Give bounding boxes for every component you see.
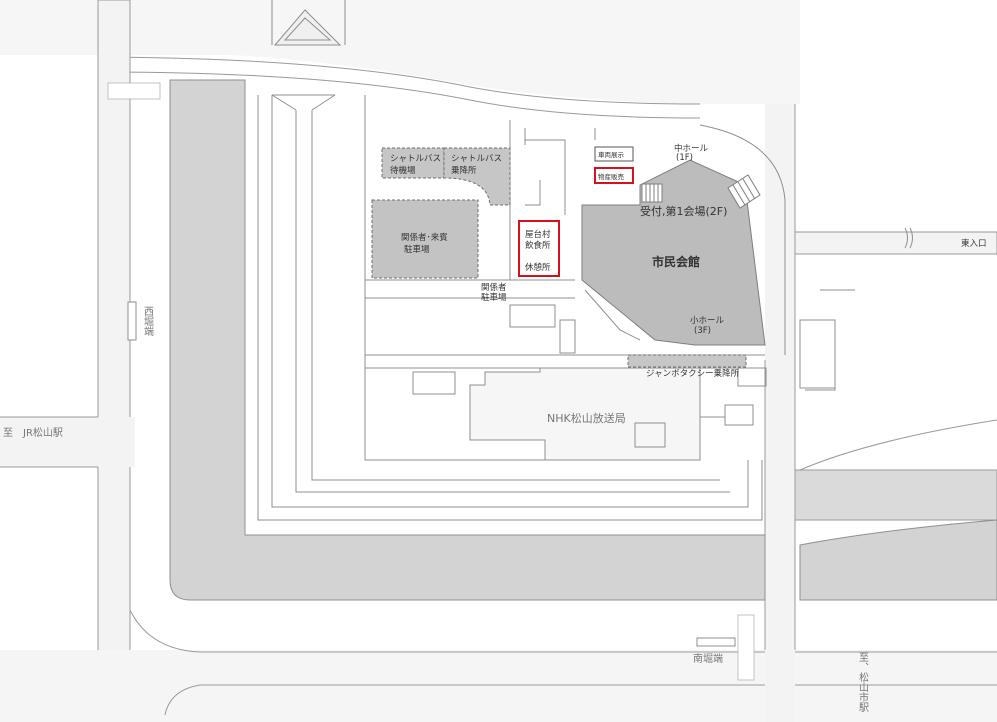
- zone-shuttle-wait: [381, 147, 445, 179]
- castle-walls: [257, 0, 763, 521]
- label-shuttle-wait-2: 待機場: [390, 165, 416, 176]
- label-staff-parking-1: 関係者: [481, 283, 507, 293]
- road-jr: [0, 417, 135, 467]
- zone-shuttle-stop: [443, 147, 511, 206]
- road-north-edge-2: [99, 71, 701, 119]
- moat-east: [794, 469, 997, 521]
- label-product-sales: 物産販売: [598, 172, 625, 181]
- road-south: [0, 650, 997, 722]
- label-minami-horibata: 南堀端: [693, 652, 723, 665]
- zone-parking-guest: [371, 199, 479, 279]
- labels: 東入口 至 JR松山駅 西堀端 南堀端 至、松山市駅 NHK松山放送局 市民会館…: [3, 143, 987, 713]
- label-staff-parking-2: 駐車場: [481, 292, 507, 303]
- zones: [371, 147, 747, 368]
- road-north-edge-1: [99, 56, 701, 105]
- zone-taxi: [627, 354, 747, 368]
- road-east-entrance: [794, 231, 997, 255]
- label-food-2: 飲食所: [525, 240, 551, 251]
- moat: [169, 79, 997, 601]
- label-staff-guest-parking-2: 駐車場: [404, 244, 430, 255]
- buildings: [412, 159, 836, 461]
- product-sales-box: [594, 167, 634, 184]
- vehicle-display-box: [594, 146, 634, 162]
- label-nishi-horibata: 西堀端: [142, 306, 154, 337]
- label-rest: 休憩所: [525, 262, 551, 273]
- moat-water: [169, 79, 766, 601]
- label-shuttle-stop-1: シャトルバス: [451, 154, 502, 164]
- stairs: [641, 174, 761, 209]
- road-north: [0, 0, 800, 104]
- label-small-hall: 小ホール: [690, 315, 725, 326]
- label-shuttle-wait-1: シャトルバス: [390, 154, 441, 164]
- highlights: [518, 146, 634, 277]
- civic-hall-building: [581, 159, 766, 346]
- label-civic-hall: 市民会館: [652, 254, 700, 269]
- label-shuttle-stop-2: 乗降所: [451, 165, 477, 176]
- crosswalks: [107, 82, 755, 681]
- label-east-entrance: 東入口: [961, 238, 987, 249]
- label-staff-guest-parking-1: 関係者･来賓: [401, 232, 448, 243]
- label-mid-hall: 中ホール: [674, 143, 709, 154]
- label-nhk: NHK松山放送局: [547, 411, 626, 425]
- label-vehicle-display: 車両展示: [598, 150, 625, 159]
- label-to-jr-station: 至 JR松山駅: [3, 426, 63, 439]
- nhk-building: [469, 367, 701, 461]
- road-east: [765, 104, 795, 722]
- label-taxi: ジャンボタクシー乗降所: [646, 368, 740, 379]
- label-small-hall-floor: (3F): [694, 326, 711, 336]
- label-to-matsuyama-station: 至、松山市駅: [857, 652, 869, 713]
- food-rest-box: [518, 220, 560, 277]
- stubs: [127, 227, 913, 647]
- road-west: [97, 0, 131, 722]
- label-reception: 受付,第1会場(2F): [640, 204, 727, 218]
- label-mid-hall-floor: (1F): [676, 153, 693, 163]
- label-food-1: 屋台村: [525, 229, 551, 240]
